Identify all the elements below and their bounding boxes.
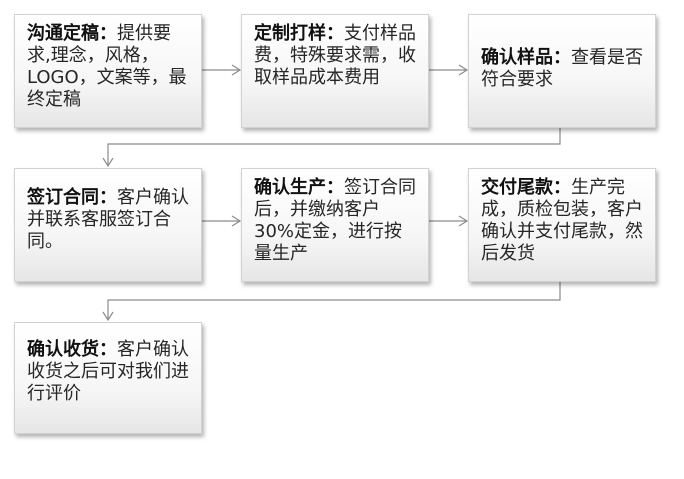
- step-text: 客户确认收货之后可对我们进行评价: [27, 339, 189, 404]
- step-title: 签订合同：: [27, 187, 117, 208]
- step-pay-balance: 交付尾款：生产完成，质检包装，客户确认并支付尾款，然后发货: [468, 168, 656, 282]
- step-title: 确认样品：: [481, 47, 571, 68]
- step-text: 支付样品费，特殊要求需，收取样品成本费用: [254, 23, 416, 88]
- step-text: 客户确认并联系客服签订合同。: [27, 187, 189, 252]
- step-sign-contract: 签订合同：客户确认并联系客服签订合同。: [14, 168, 202, 282]
- step-text: 签订合同后，并缴纳客户30%定金，进行按量生产: [254, 177, 416, 264]
- step-title: 定制打样：: [254, 23, 344, 44]
- step-communicate-finalize: 沟通定稿：提供要求,理念，风格，LOGO，文案等，最终定稿: [14, 14, 202, 128]
- step-confirm-receipt: 确认收货：客户确认收货之后可对我们进行评价: [14, 322, 202, 434]
- step-confirm-sample: 确认样品：查看是否符合要求: [468, 14, 656, 128]
- arrow-4-5: [202, 215, 242, 227]
- step-title: 确认收货：: [27, 339, 117, 360]
- step-custom-sample: 定制打样：支付样品费，特殊要求需，收取样品成本费用: [241, 14, 429, 128]
- step-title: 沟通定稿：: [27, 23, 117, 44]
- step-title: 交付尾款：: [481, 177, 571, 198]
- step-text: 生产完成，质检包装，客户确认并支付尾款，然后发货: [481, 177, 643, 264]
- arrow-6-7: [102, 282, 561, 322]
- arrow-3-4: [102, 128, 561, 168]
- arrow-2-3: [429, 64, 469, 76]
- step-text: 查看是否符合要求: [481, 47, 643, 90]
- arrow-5-6: [429, 215, 469, 227]
- step-title: 确认生产：: [254, 177, 344, 198]
- step-confirm-production: 确认生产：签订合同后，并缴纳客户30%定金，进行按量生产: [241, 168, 429, 282]
- step-text: 提供要求,理念，风格，LOGO，文案等，最终定稿: [27, 23, 187, 110]
- arrow-1-2: [202, 64, 242, 76]
